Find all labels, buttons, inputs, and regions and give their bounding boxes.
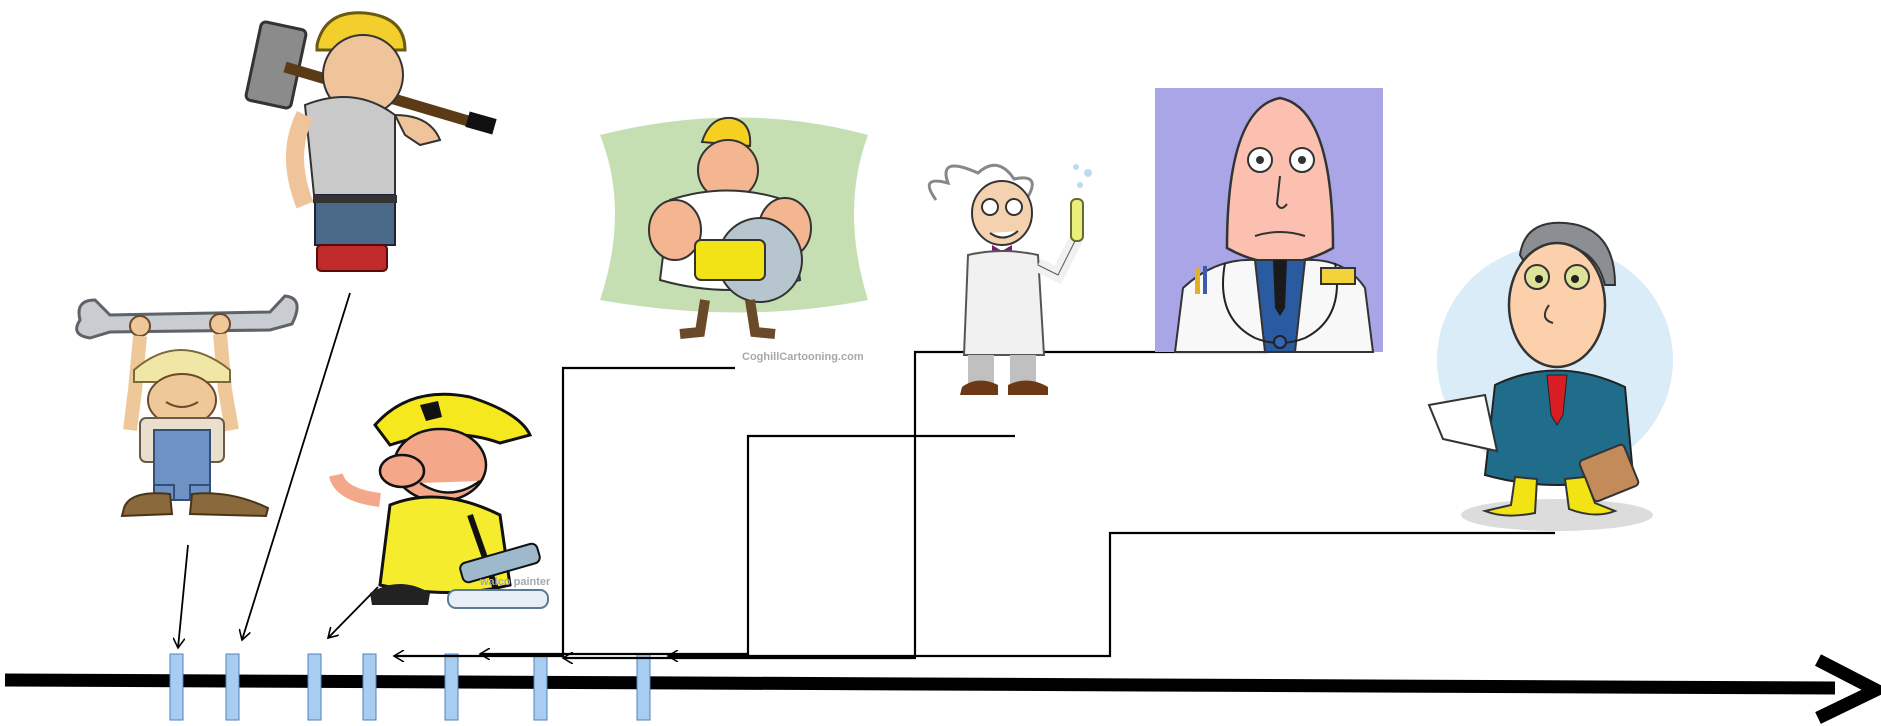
wrench-worker-icon bbox=[77, 296, 297, 516]
saw-worker-watermark: CoghillCartooning.com bbox=[742, 351, 864, 363]
doctor-connector bbox=[730, 352, 1268, 658]
mechanic-arrow bbox=[178, 545, 188, 648]
timeline-marker bbox=[170, 654, 183, 720]
scientist-icon bbox=[929, 164, 1092, 395]
painter-icon: walco painter bbox=[336, 394, 551, 608]
timeline-axis bbox=[5, 660, 1876, 718]
businessman-icon bbox=[1429, 223, 1673, 531]
timeline-marker bbox=[637, 654, 650, 720]
doctor-icon bbox=[1155, 88, 1383, 352]
timeline-marker bbox=[308, 654, 321, 720]
timeline-marker bbox=[534, 654, 547, 720]
step-connectors bbox=[394, 352, 1555, 658]
saw-worker-connector bbox=[561, 368, 735, 656]
timeline-marker bbox=[445, 654, 458, 720]
businessman-connector bbox=[850, 533, 1555, 656]
sledgehammer-worker-icon bbox=[245, 13, 496, 271]
saw-worker-icon: CoghillCartooning.com bbox=[600, 118, 868, 364]
painter-watermark: walco painter bbox=[479, 576, 551, 588]
timeline-marker bbox=[363, 654, 376, 720]
scientist-connector bbox=[660, 436, 1015, 654]
laborer-arrow bbox=[242, 293, 350, 640]
timeline-marker bbox=[226, 654, 239, 720]
